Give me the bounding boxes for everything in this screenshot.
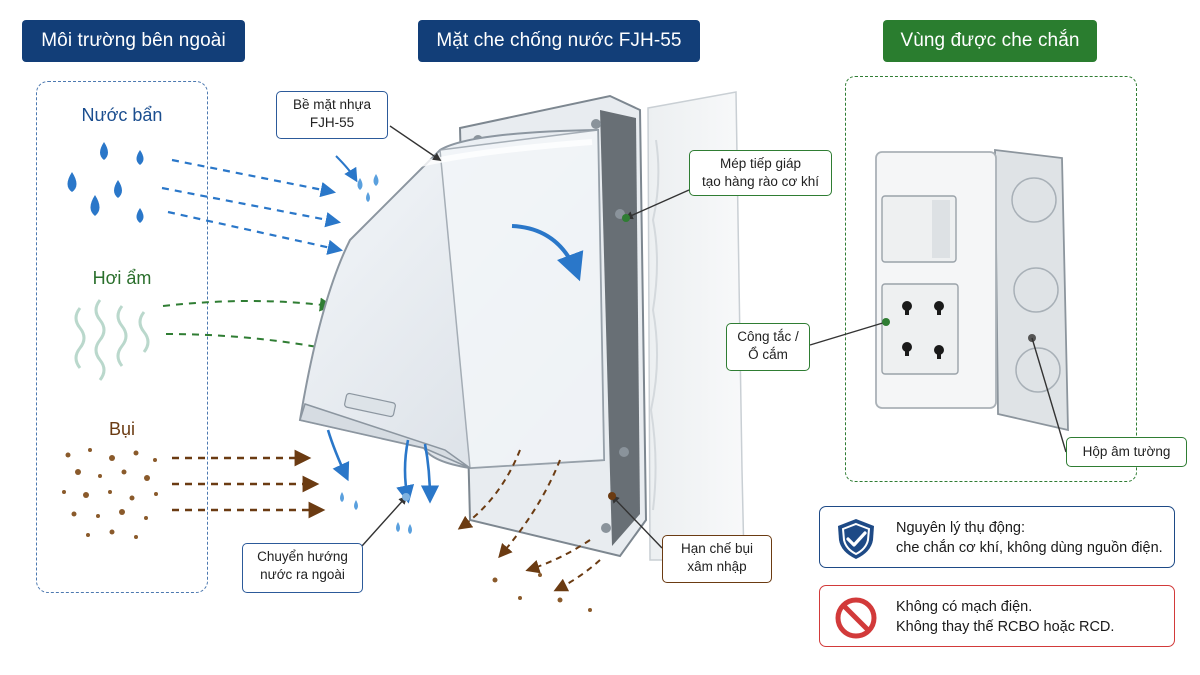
callout-water-redirect-line1: Chuyển hướng — [257, 549, 348, 564]
callout-dust-limit: Hạn chế bụi xâm nhập — [662, 535, 772, 583]
callout-contact-edge: Mép tiếp giáp tạo hàng rào cơ khí — [689, 150, 832, 196]
humidity-waves-icon — [74, 299, 150, 381]
info-warning-line1: Không có mạch điện. — [896, 599, 1033, 615]
water-flow-arrows — [161, 158, 344, 255]
callout-plastic-surface-line2: FJH-55 — [309, 115, 355, 130]
callout-contact-edge-line1: Mép tiếp giáp — [719, 156, 802, 171]
header-protected-zone: Vùng được che chắn — [883, 20, 1097, 62]
header-environment: Môi trường bên ngoài — [22, 20, 245, 62]
dust-label: Bụi — [108, 419, 135, 439]
switch-socket-plate — [875, 151, 997, 409]
header-cover: Mặt che chống nước FJH-55 — [418, 20, 700, 62]
water-drops-icon — [67, 142, 144, 223]
callout-wall-box: Hộp âm tường — [1066, 437, 1187, 467]
callout-contact-edge-line2: tạo hàng rào cơ khí — [702, 174, 819, 189]
shield-check-icon — [838, 519, 874, 559]
info-passive-line2: che chắn cơ khí, không dùng nguồn điện. — [896, 540, 1163, 556]
dust-flow-arrows — [172, 449, 326, 519]
callout-dust-limit-line2: xâm nhập — [687, 559, 747, 574]
callout-plastic-surface: Bề mặt nhựa FJH-55 — [276, 91, 388, 139]
info-warning-line2: Không thay thế RCBO hoặc RCD. — [896, 619, 1115, 635]
callout-switch-socket: Công tắc / Ổ cắm — [726, 323, 810, 371]
callout-dust-limit-line1: Hạn chế bụi — [680, 541, 754, 556]
wall-section — [647, 91, 745, 561]
protected-zone-frame — [845, 76, 1137, 482]
humidity-label: Hơi ẩm — [92, 268, 152, 288]
wall-box — [994, 148, 1069, 432]
info-warning: Không có mạch điện. Không thay thế RCBO … — [819, 585, 1175, 647]
callout-plastic-surface-line1: Bề mặt nhựa — [292, 97, 372, 112]
dust-particles-icon — [62, 448, 158, 539]
callout-switch-socket-line2: Ổ cắm — [748, 347, 788, 362]
prohibited-icon — [835, 597, 877, 639]
dust-deflect-arrows — [457, 449, 601, 592]
callout-water-redirect-line2: nước ra ngoài — [260, 567, 345, 582]
callout-switch-socket-line1: Công tắc / — [737, 329, 799, 344]
environment-frame — [36, 81, 208, 593]
callout-water-redirect: Chuyển hướng nước ra ngoài — [242, 543, 363, 593]
info-passive-principle: Nguyên lý thụ động: che chắn cơ khí, khô… — [819, 506, 1175, 568]
water-label: Nước bẩn — [81, 105, 163, 125]
info-passive-line1: Nguyên lý thụ động: — [896, 520, 1025, 536]
